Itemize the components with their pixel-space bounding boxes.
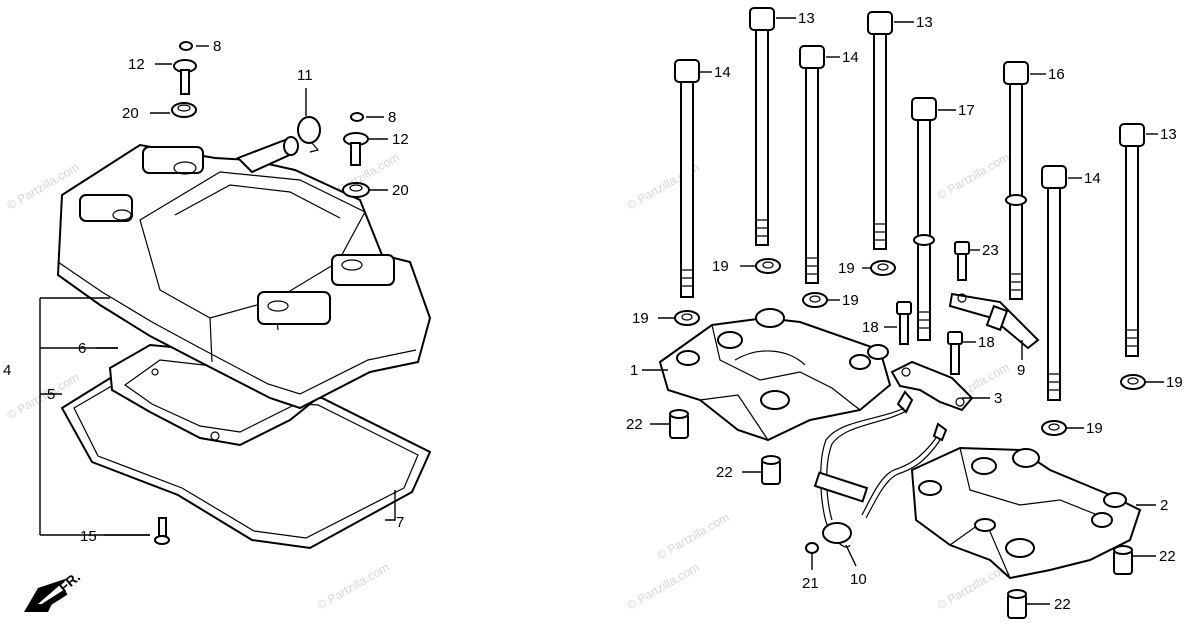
callout-19: 19 [712, 258, 729, 275]
callout-19: 19 [838, 260, 855, 277]
callout-21: 21 [802, 575, 819, 592]
callout-8: 8 [213, 38, 221, 55]
callout-15: 15 [80, 528, 97, 545]
callout-22: 22 [1159, 548, 1176, 565]
hose-clip [297, 116, 321, 153]
callout-14: 14 [842, 49, 859, 66]
watermark: © Partzilla.com [935, 150, 1012, 203]
cover-boss [142, 146, 204, 174]
cover-bolt [154, 517, 170, 545]
watermark: © Partzilla.com [655, 510, 732, 563]
callout-10: 10 [850, 571, 867, 588]
cover-boss [79, 194, 133, 222]
callout-11: 11 [297, 67, 313, 84]
callout-4: 4 [3, 362, 11, 379]
brackets [890, 292, 1040, 412]
left-callouts: 8 12 20 11 8 12 20 4 6 5 7 15 [3, 38, 409, 545]
callout-22: 22 [626, 416, 643, 433]
camshaft-holder-2 [910, 446, 1142, 580]
front-label: FR. [56, 569, 84, 596]
callout-19: 19 [842, 292, 859, 309]
callout-13: 13 [1160, 126, 1177, 143]
short-bolts [896, 241, 970, 375]
callout-22: 22 [716, 464, 733, 481]
callout-8: 8 [388, 109, 396, 126]
callout-14: 14 [714, 64, 731, 81]
camshaft-holder-1 [658, 308, 892, 442]
callout-9: 9 [1017, 362, 1025, 379]
front-direction-arrow: FR. [24, 569, 83, 612]
ground-wire [805, 390, 948, 554]
callout-12: 12 [128, 56, 145, 73]
callout-12: 12 [392, 131, 409, 148]
callout-19: 19 [1086, 420, 1103, 437]
callout-14: 14 [1084, 170, 1101, 187]
callout-20: 20 [122, 105, 139, 122]
callout-3: 3 [994, 390, 1002, 407]
head-cover-assembly [56, 136, 432, 550]
callout-13: 13 [798, 10, 815, 27]
cover-boss [257, 291, 331, 325]
callout-19: 19 [1166, 374, 1183, 391]
callout-6: 6 [78, 340, 86, 357]
callout-17: 17 [958, 102, 975, 119]
left-leader-lines [96, 45, 396, 536]
callout-13: 13 [916, 14, 933, 31]
right-leader-lines [642, 17, 1164, 605]
callout-2: 2 [1160, 497, 1168, 514]
callout-19: 19 [632, 310, 649, 327]
callout-5: 5 [47, 386, 55, 403]
cylinder-head-bolts [674, 7, 1145, 401]
grommet-bolt-set-b [342, 112, 370, 198]
callout-1: 1 [630, 362, 638, 379]
watermark: © Partzilla.com [315, 560, 392, 613]
callout-22: 22 [1054, 596, 1071, 613]
callout-23: 23 [982, 242, 999, 259]
dowel-pins [669, 409, 1133, 619]
right-callouts: 13 13 14 14 17 16 14 13 19 19 19 19 19 1… [626, 10, 1183, 613]
callout-7: 7 [396, 514, 404, 531]
cover-boss [331, 254, 395, 286]
grommet-bolt-set-a [171, 41, 197, 118]
callout-16: 16 [1048, 66, 1065, 83]
washers [674, 258, 1146, 436]
callout-18: 18 [978, 334, 995, 351]
callout-18: 18 [862, 319, 879, 336]
watermark: © Partzilla.com [625, 560, 702, 613]
callout-20: 20 [392, 182, 409, 199]
